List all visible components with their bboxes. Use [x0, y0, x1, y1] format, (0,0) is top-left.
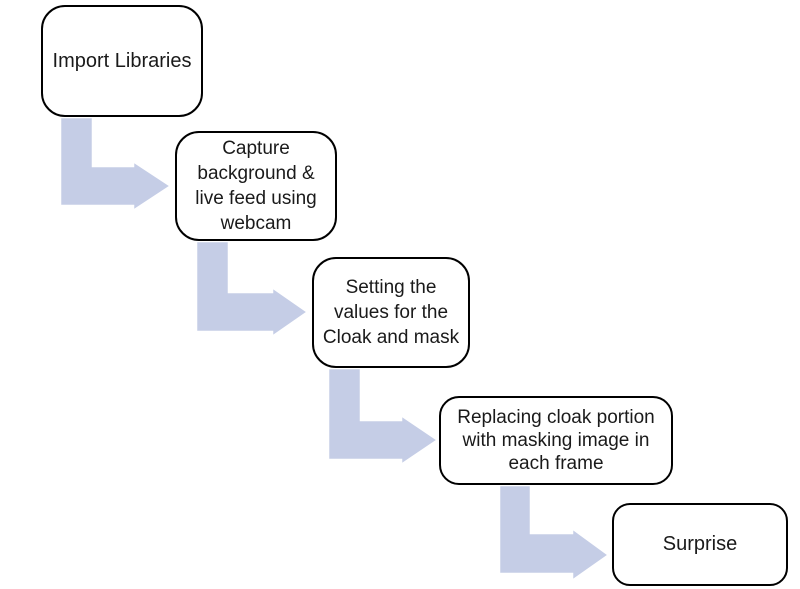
- flow-node-capture-background: Capture background & live feed using web…: [175, 131, 337, 241]
- bent-arrow-icon-2: [194, 239, 311, 340]
- flow-node-surprise: Surprise: [612, 503, 788, 586]
- bent-arrow-icon-4: [497, 483, 612, 584]
- bent-arrow-icon-3: [326, 366, 441, 468]
- flow-node-label: Replacing cloak portion with masking ima…: [457, 407, 655, 474]
- bent-arrow-icon-1: [58, 115, 174, 214]
- flow-node-import-libraries: Import Libraries: [41, 5, 203, 117]
- flow-node-label: Capture background & live feed using web…: [195, 138, 317, 234]
- flow-node-setting-values: Setting the values for the Cloak and mas…: [312, 257, 470, 368]
- flow-node-label: Import Libraries: [52, 49, 192, 72]
- flow-node-replacing-cloak: Replacing cloak portion with masking ima…: [439, 396, 673, 485]
- flow-node-label: Setting the values for the Cloak and mas…: [322, 277, 460, 348]
- flow-node-label: Surprise: [662, 533, 738, 555]
